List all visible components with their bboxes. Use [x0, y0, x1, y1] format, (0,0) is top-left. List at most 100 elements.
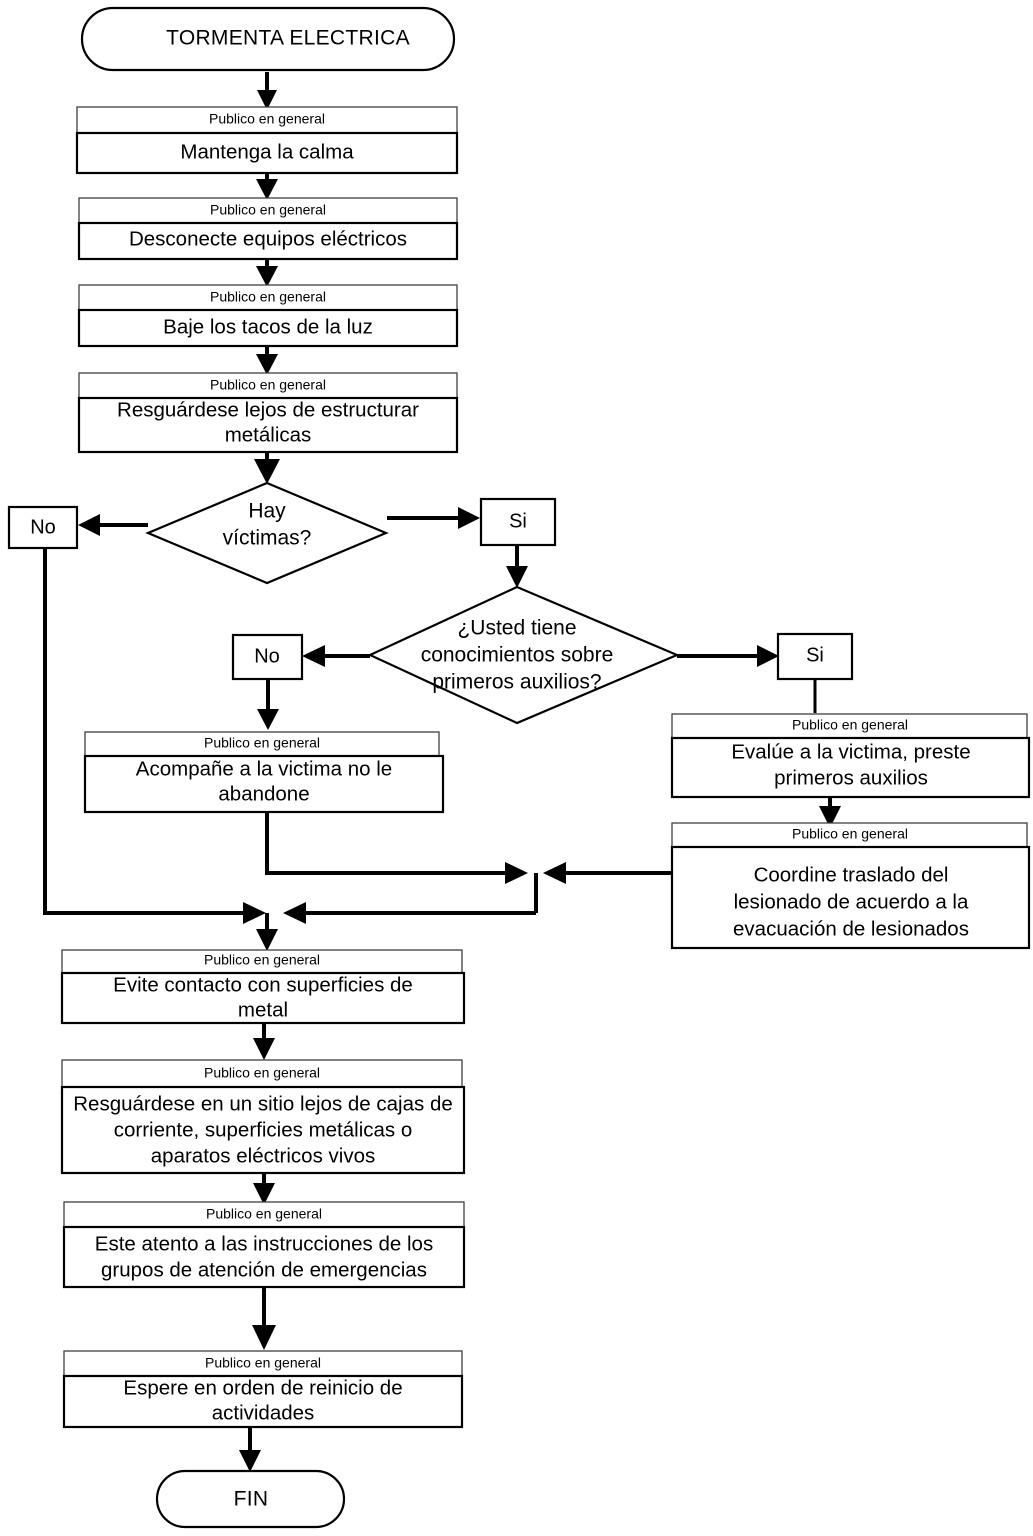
- d1-no-box: [7, 505, 79, 550]
- step-evalue-lane-label: Publico en general: [792, 717, 908, 733]
- step6-line-1: Resguárdese en un sitio lejos de cajas d…: [73, 1092, 453, 1115]
- decision1-line-1: Hay: [248, 500, 286, 523]
- arrowhead-step3: [256, 266, 278, 287]
- step7-lane-band: [63, 1201, 465, 1228]
- start-terminal-shape: [80, 6, 456, 72]
- node-step2[interactable]: Publico en general Desconecte equipos el…: [77, 197, 459, 261]
- node-step-evalue[interactable]: Publico en general Evalúe a la victima, …: [670, 713, 1031, 799]
- step-coordine-line-2: lesionado de acuerdo a la: [734, 890, 969, 913]
- node-step3[interactable]: Publico en general Baje los tacos de la …: [77, 284, 459, 348]
- arrowhead-acompane: [257, 709, 279, 730]
- connectors-layer: [43, 72, 841, 1472]
- arrowhead-step7: [253, 1183, 275, 1205]
- d1-no-label: No: [30, 516, 56, 538]
- step-acompane-line-2: abandone: [218, 782, 309, 805]
- arrowhead-decision1: [254, 459, 280, 484]
- step4-lane-label: Publico en general: [210, 377, 326, 393]
- decision2-line-2: conocimientos sobre: [421, 644, 614, 667]
- step1-line-1: Mantenga la calma: [180, 140, 354, 163]
- step2-line-1: Desconecte equipos eléctricos: [129, 227, 407, 250]
- step8-line-1: Espere en orden de reinicio de: [123, 1376, 402, 1399]
- arrowhead-step1: [257, 90, 277, 110]
- step4-body-box: [77, 396, 459, 454]
- step-acompane-lane-label: Publico en general: [204, 735, 320, 751]
- arrowhead-upper-junction-right: [543, 862, 566, 884]
- d2-no-box: [231, 633, 304, 681]
- step2-body-box: [77, 221, 459, 261]
- end-terminal-shape: [155, 1469, 346, 1529]
- node-decision1[interactable]: Hay víctimas?: [145, 481, 389, 585]
- decision1-diamond-shape: [145, 481, 389, 585]
- step6-body-box: [60, 1085, 466, 1175]
- node-start[interactable]: TORMENTA ELECTRICA: [80, 6, 456, 72]
- step-acompane-body-box: [83, 754, 445, 814]
- arrowhead-upper-junction-left: [505, 862, 528, 884]
- step5-line-1: Evite contacto con superficies de: [113, 973, 413, 996]
- decision1-line-2: víctimas?: [223, 527, 312, 550]
- node-step6[interactable]: Publico en general Resguárdese en un sit…: [60, 1059, 466, 1175]
- node-end[interactable]: FIN: [155, 1469, 346, 1529]
- decision2-diamond-shape: [367, 585, 680, 725]
- node-step1[interactable]: Publico en general Mantenga la calma: [75, 106, 459, 175]
- connector-acompane-to-upper-junction: [265, 812, 510, 875]
- step3-lane-band: [78, 284, 458, 311]
- step-coordine-line-3: evacuación de lesionados: [733, 917, 969, 940]
- node-d2-no[interactable]: No: [231, 633, 304, 681]
- arrowhead-lower-junction-left: [243, 902, 266, 924]
- step-coordine-lane-label: Publico en general: [792, 826, 908, 842]
- step7-line-1: Este atento a las instrucciones de los: [95, 1232, 433, 1255]
- step6-line-2: corriente, superficies metálicas o: [114, 1118, 413, 1141]
- d2-si-label: Si: [806, 644, 824, 666]
- step1-body-box: [75, 131, 459, 175]
- step3-line-1: Baje los tacos de la luz: [163, 315, 373, 338]
- connector-d1no-to-lower-junction: [43, 548, 248, 915]
- step-evalue-lane-band: [671, 713, 1028, 739]
- node-step-coordine[interactable]: Publico en general Coordine traslado del…: [670, 822, 1031, 950]
- node-d2-si[interactable]: Si: [776, 632, 854, 681]
- node-decision2[interactable]: ¿Usted tiene conocimientos sobre primero…: [367, 585, 680, 725]
- arrowhead-step6: [253, 1038, 275, 1060]
- step1-lane-label: Publico en general: [209, 111, 325, 127]
- step3-lane-label: Publico en general: [210, 289, 326, 305]
- step1-lane-band: [76, 106, 458, 134]
- step-acompane-line-1: Acompañe a la victima no le: [136, 757, 392, 780]
- arrowhead-d1-si: [458, 507, 480, 529]
- node-step4[interactable]: Publico en general Resguárdese lejos de …: [77, 372, 459, 454]
- step8-lane-label: Publico en general: [205, 1355, 321, 1371]
- arrowhead-d2-si: [757, 645, 779, 667]
- step6-line-3: aparatos eléctricos vivos: [151, 1144, 375, 1167]
- arrowhead-step5: [256, 929, 278, 951]
- step4-line-2: metálicas: [225, 423, 312, 446]
- node-step5[interactable]: Publico en general Evite contacto con su…: [60, 949, 466, 1025]
- node-d1-no[interactable]: No: [7, 505, 79, 550]
- step5-body-box: [60, 971, 466, 1025]
- step-evalue-body-box: [670, 736, 1031, 799]
- node-d1-si[interactable]: Si: [479, 497, 557, 547]
- arrowhead-end: [239, 1450, 261, 1472]
- d2-no-label: No: [254, 645, 280, 667]
- node-step-acompane[interactable]: Publico en general Acompañe a la victima…: [83, 731, 445, 814]
- step8-line-2: actividades: [212, 1401, 315, 1424]
- start-label: TORMENTA ELECTRICA: [166, 27, 410, 50]
- step-evalue-line-1: Evalúe a la victima, preste: [731, 740, 970, 763]
- d2-si-box: [776, 632, 854, 681]
- step-acompane-lane-band: [84, 731, 440, 757]
- end-label: FIN: [234, 1488, 269, 1511]
- step3-body-box: [77, 308, 459, 348]
- arrowhead-step4: [256, 354, 278, 375]
- node-step7[interactable]: Publico en general Este atento a las ins…: [62, 1201, 466, 1289]
- step5-lane-label: Publico en general: [204, 952, 320, 968]
- arrowhead-step2: [256, 179, 278, 200]
- arrowhead-decision2: [506, 566, 528, 588]
- step4-lane-band: [78, 372, 458, 399]
- step7-body-box: [62, 1225, 466, 1289]
- decision2-line-1: ¿Usted tiene: [457, 617, 576, 640]
- arrowhead-lower-junction-right: [283, 902, 306, 924]
- step7-lane-label: Publico en general: [206, 1206, 322, 1222]
- step5-line-2: metal: [238, 998, 288, 1021]
- node-step8[interactable]: Publico en general Espere en orden de re…: [62, 1350, 464, 1429]
- d1-si-box: [479, 497, 557, 547]
- step7-line-2: grupos de atención de emergencias: [101, 1258, 427, 1281]
